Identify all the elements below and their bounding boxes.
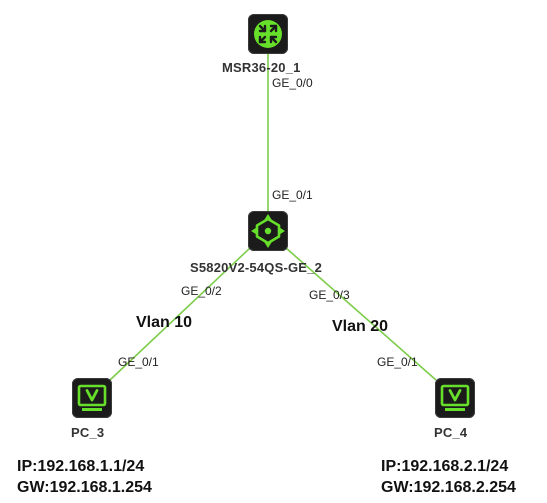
pc4-gateway: GW:192.168.2.254 [381, 479, 516, 496]
vlan-10-label: Vlan 10 [136, 314, 193, 331]
link-switch-pc3[interactable] [109, 247, 251, 381]
pc3-ip: IP:192.168.1.1/24 [17, 458, 145, 475]
switch-node[interactable] [248, 211, 288, 251]
pc3-node[interactable] [72, 378, 112, 418]
router-icon [254, 20, 282, 48]
switch-port-ge03: GE_0/3 [309, 288, 350, 302]
monitor-icon [440, 384, 470, 411]
switch-icon [251, 214, 285, 248]
switch-port-ge02: GE_0/2 [181, 284, 222, 298]
pc3-name: PC_3 [71, 425, 105, 440]
pc4-node[interactable] [435, 378, 475, 418]
vlan-20-label: Vlan 20 [332, 318, 389, 335]
pc4-ip: IP:192.168.2.1/24 [381, 458, 509, 475]
router-port-ge00: GE_0/0 [272, 76, 313, 90]
pc3-port-ge01: GE_0/1 [118, 355, 159, 369]
pc3-gateway: GW:192.168.1.254 [17, 479, 152, 496]
pc4-address-block: IP:192.168.2.1/24 GW:192.168.2.254 [381, 456, 516, 498]
switch-name: S5820V2-54QS-GE_2 [190, 260, 323, 275]
pc3-address-block: IP:192.168.1.1/24 GW:192.168.1.254 [17, 456, 152, 498]
monitor-icon [77, 384, 107, 411]
link-switch-pc4[interactable] [285, 247, 437, 381]
router-node[interactable] [248, 14, 288, 54]
pc4-name: PC_4 [434, 425, 468, 440]
pc4-port-ge01: GE_0/1 [377, 355, 418, 369]
switch-port-ge01: GE_0/1 [272, 188, 313, 202]
router-name: MSR36-20_1 [222, 60, 301, 75]
